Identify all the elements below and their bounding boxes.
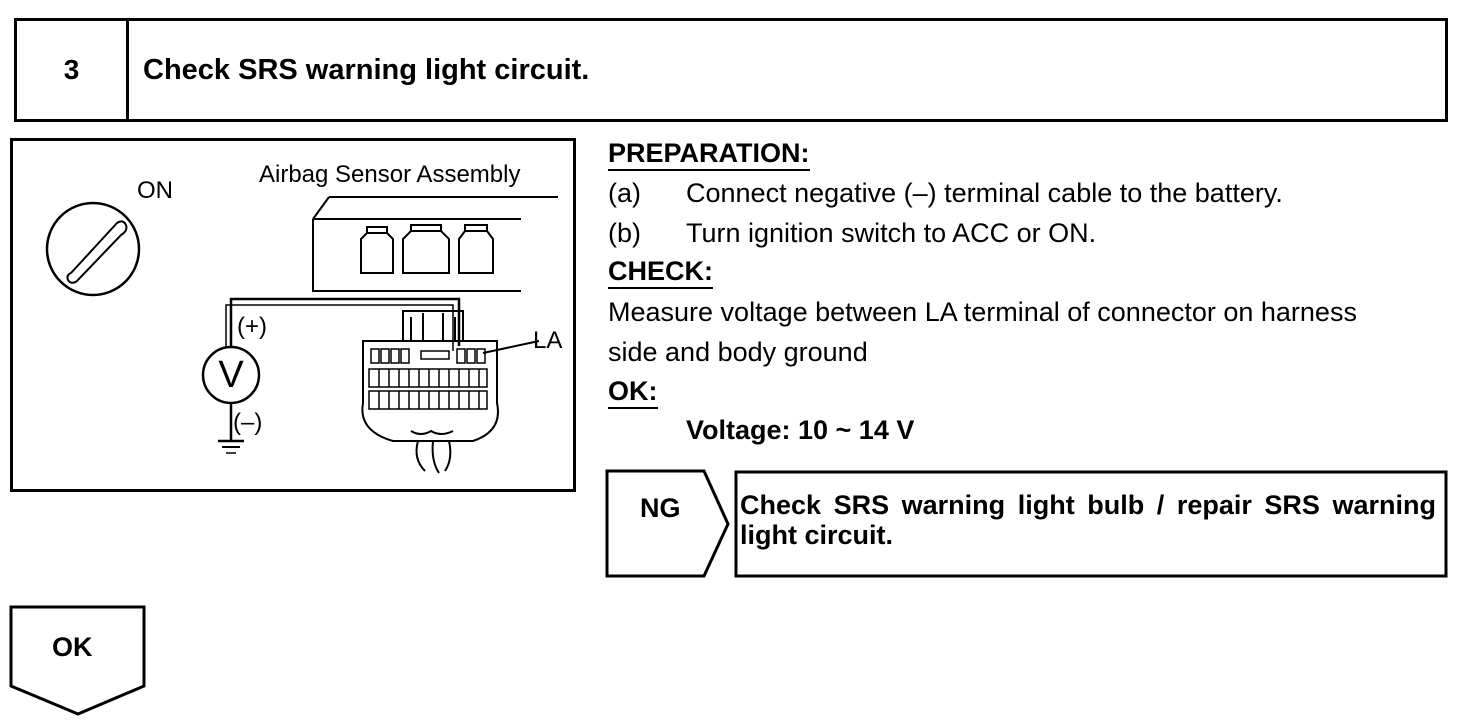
terminal-la-label: LA	[533, 327, 563, 354]
positive-probe-label: (+)	[237, 313, 267, 340]
circuit-diagram: ON Airbag Sensor Assembly (+) (–) V LA	[10, 138, 576, 492]
step-title: Check SRS warning light circuit.	[143, 53, 590, 86]
circuit-diagram-drawing	[45, 196, 558, 474]
step-number: 3	[17, 21, 129, 119]
voltmeter-symbol: V	[218, 354, 244, 396]
item-text: Connect negative (–) terminal cable to t…	[686, 178, 1283, 208]
ignition-switch-icon	[45, 201, 141, 297]
ok-label: OK	[52, 632, 93, 662]
voltmeter-icon	[201, 345, 261, 405]
item-text: Turn ignition switch to ACC or ON.	[686, 218, 1097, 248]
airbag-sensor-assembly-icon	[312, 196, 558, 292]
ng-label: NG	[640, 493, 681, 523]
ng-arrow-icon	[605, 469, 730, 578]
ng-result-frame	[605, 469, 1448, 578]
item-marker: (a)	[608, 178, 641, 208]
item-marker: (b)	[608, 218, 641, 248]
ok-heading: OK:	[608, 376, 658, 409]
check-text-line: Measure voltage between LA terminal of c…	[608, 297, 1357, 327]
preparation-heading: PREPARATION:	[608, 138, 810, 171]
ok-arrow-icon	[9, 605, 146, 716]
switch-on-label: ON	[137, 177, 173, 204]
airbag-sensor-assembly-label: Airbag Sensor Assembly	[259, 161, 521, 188]
check-heading: CHECK:	[608, 256, 713, 289]
negative-probe-label: (–)	[233, 409, 263, 436]
check-text-line: side and body ground	[608, 337, 868, 367]
preparation-item: (a) Connect negative (–) terminal cable …	[608, 178, 1283, 209]
preparation-item: (b) Turn ignition switch to ACC or ON.	[608, 218, 1096, 249]
step-header: 3 Check SRS warning light circuit.	[14, 18, 1448, 122]
ng-action-box	[734, 470, 1448, 578]
harness-connector-icon	[361, 310, 540, 474]
ok-voltage-value: Voltage: 10 ~ 14 V	[686, 415, 915, 445]
test-lead-wires	[218, 297, 461, 454]
ng-action-text: Check SRS warning light bulb / repair SR…	[740, 490, 1436, 550]
